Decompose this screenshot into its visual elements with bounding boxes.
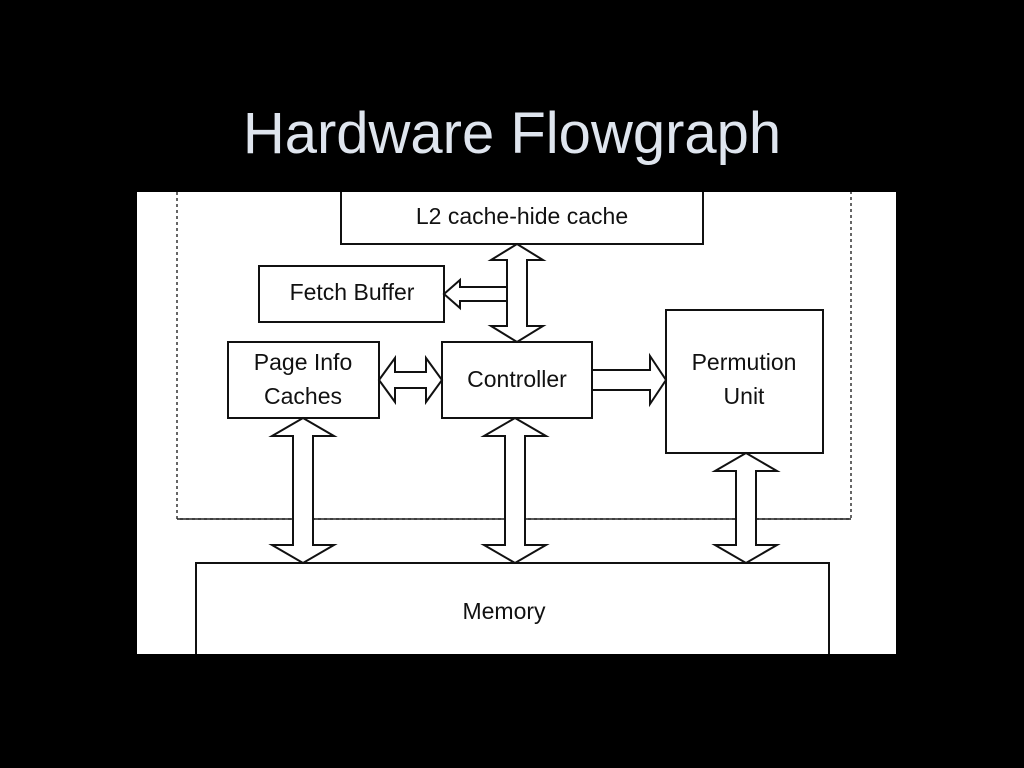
- controller-permution-arrow: [591, 352, 668, 408]
- controller-label: Controller: [467, 366, 567, 392]
- l2-fetch-buffer-arrow: [442, 277, 508, 311]
- l2-cache-block: L2 cache-hide cache: [340, 192, 704, 245]
- page-info-label-line2: Caches: [264, 383, 342, 409]
- permution-unit-block: Permution Unit: [665, 309, 824, 454]
- permution-label-line2: Unit: [724, 383, 766, 409]
- fetch-buffer-block: Fetch Buffer: [258, 265, 445, 323]
- page-info-controller-arrow: [377, 354, 444, 406]
- slide-title: Hardware Flowgraph: [242, 101, 782, 166]
- permution-memory-arrow: [711, 451, 781, 565]
- controller-block: Controller: [441, 341, 593, 419]
- page-info-caches-block: Page Info Caches: [227, 341, 380, 419]
- permution-label-line1: Permution: [692, 349, 797, 375]
- hardware-flowgraph-diagram: L2 cache-hide cache Fetch Buffer Page In…: [137, 192, 896, 654]
- page-info-memory-arrow: [268, 416, 338, 565]
- l2-controller-arrow: [487, 242, 547, 344]
- memory-block: Memory: [195, 562, 830, 654]
- controller-memory-arrow: [480, 416, 550, 565]
- memory-label: Memory: [462, 598, 546, 624]
- l2-cache-label: L2 cache-hide cache: [416, 203, 628, 229]
- page-info-label-line1: Page Info: [254, 349, 352, 375]
- fetch-buffer-label: Fetch Buffer: [290, 279, 415, 305]
- chip-boundary: [176, 192, 852, 520]
